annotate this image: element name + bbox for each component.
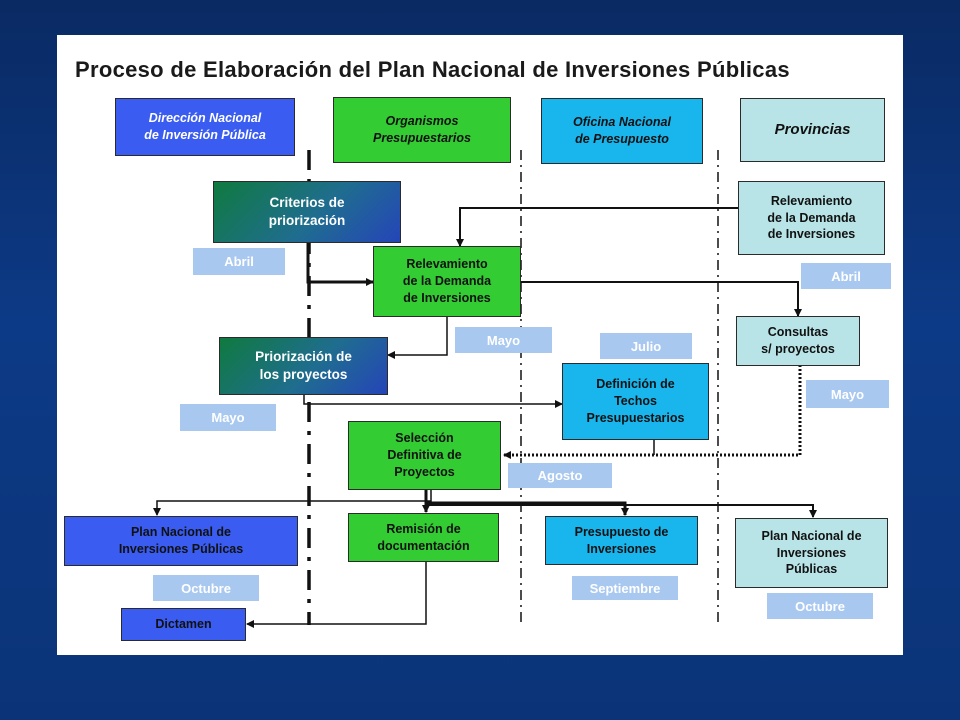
arrow-priorizacion-to-techos [303,393,563,408]
connector-layer [153,150,817,628]
month-tag-septiembre: Septiembre [572,576,678,600]
priorizacion-box: Priorización de los proyectos [219,337,388,395]
month-tag-mayo-organismos: Mayo [455,327,552,353]
relevamiento-central-box: Relevamiento de la Demanda de Inversione… [373,246,521,317]
month-tag-julio: Julio [600,333,692,359]
month-tag-mayo-dnip: Mayo [180,404,276,431]
techos-box: Definición de Techos Presupuestarios [562,363,709,440]
arrow-criterios-to-relevamiento [306,243,374,286]
remision-box: Remisión de documentación [348,513,499,562]
month-tag-octubre-dnip: Octubre [153,575,259,601]
presupuesto-box: Presupuesto de Inversiones [545,516,698,565]
arrow-relevamiento-to-consultas [521,281,802,317]
criterios-box: Criterios de priorización [213,181,401,243]
arrow-seleccion-to-pnip-right [427,504,817,518]
dictamen-box: Dictamen [121,608,246,641]
consultas-box: Consultas s/ proyectos [736,316,860,366]
arrow-remision-to-dictamen [246,561,427,628]
month-tag-octubre-provincias: Octubre [767,593,873,619]
arrow-relevamiento-to-priorizacion [387,317,448,359]
page-title: Proceso de Elaboración del Plan Nacional… [75,57,790,82]
month-tag-mayo-provincias: Mayo [806,380,889,408]
month-tag-abril-provincias: Abril [801,263,891,289]
pnip-left-box: Plan Nacional de Inversiones Públicas [64,516,298,566]
arrow-consultas-to-seleccion [503,365,802,459]
lane-header-dnip: Dirección Nacional de Inversión Pública [115,98,295,156]
arrow-seleccion-to-presupuesto [427,501,629,516]
pnip-right-box: Plan Nacional de Inversiones Públicas [735,518,888,588]
month-tag-abril-dnip: Abril [193,248,285,275]
arrow-seleccion-to-pnip-left [153,490,432,516]
lane-header-provincias: Provincias [740,98,885,162]
seleccion-box: Selección Definitiva de Proyectos [348,421,501,490]
month-tag-agosto: Agosto [508,463,612,488]
lane-header-organismos: Organismos Presupuestarios [333,97,511,163]
diagram-canvas: Proceso de Elaboración del Plan Nacional… [57,35,903,655]
relevamiento-provincias-box: Relevamiento de la Demanda de Inversione… [738,181,885,255]
lane-header-onp: Oficina Nacional de Presupuesto [541,98,703,164]
arrow-provincias-to-relevamiento [456,207,738,247]
